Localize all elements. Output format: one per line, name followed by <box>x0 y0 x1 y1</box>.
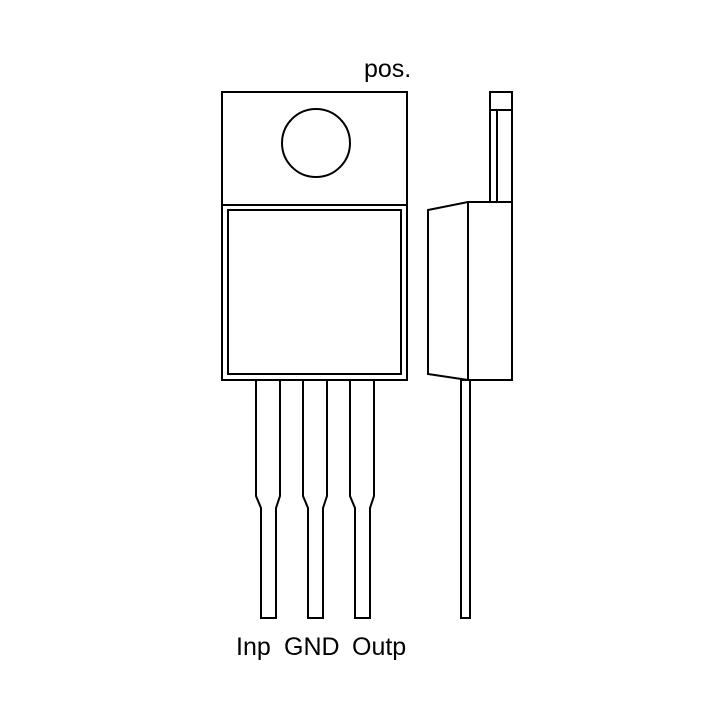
side-view <box>427 91 513 619</box>
side-tab <box>489 91 513 203</box>
body-inner-outline <box>227 209 402 375</box>
side-body <box>427 201 513 381</box>
pin-label-ground: GND <box>284 633 340 661</box>
lead-ground <box>302 380 328 619</box>
lead-input <box>255 380 281 619</box>
front-outline <box>221 91 408 381</box>
side-lead <box>460 379 471 619</box>
front-view <box>221 91 408 381</box>
mounting-hole <box>281 108 351 178</box>
pin-label-input: Inp <box>236 633 271 661</box>
lead-output <box>349 380 375 619</box>
label-pos: pos. <box>364 55 411 83</box>
pin-label-output: Outp <box>352 633 406 661</box>
